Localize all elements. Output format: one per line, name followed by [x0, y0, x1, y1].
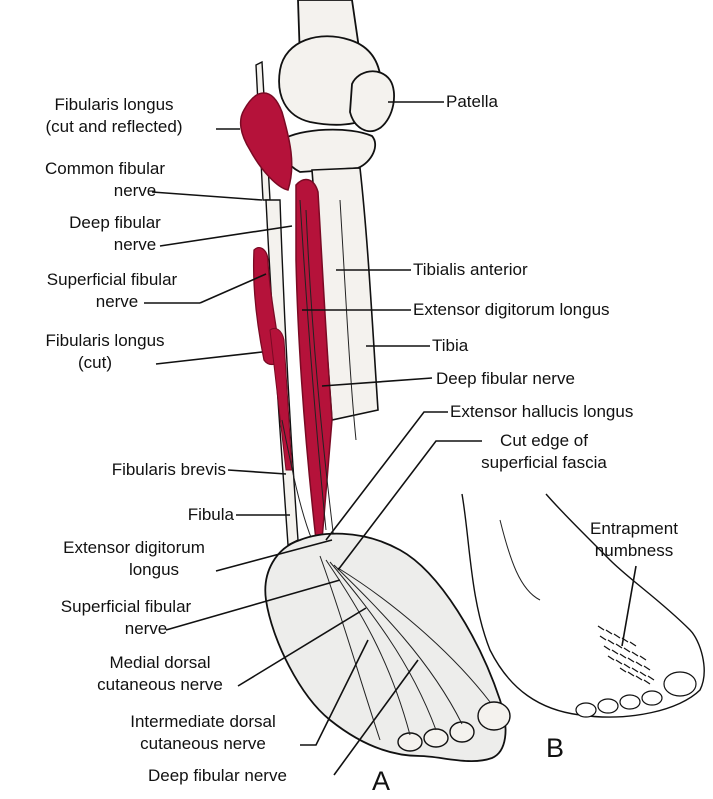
deep-fibular-left-line-1: Deep fibular: [69, 213, 161, 232]
panel-label-b: B: [546, 733, 565, 763]
common-fibular-line-2: nerve: [113, 181, 157, 200]
patella-bone: [349, 70, 395, 133]
label-fibularis-longus-cut: Fibularis longus (cut): [30, 330, 180, 374]
label-fibularis-brevis: Fibularis brevis: [111, 460, 226, 479]
intermediate-dorsal-line-2: cutaneous nerve: [140, 734, 266, 753]
foot-b-outline: [461, 493, 705, 718]
common-fibular-line-1: Common fibular: [45, 159, 165, 178]
leader-lines: [144, 101, 637, 776]
tibia-plateau: [280, 128, 377, 173]
fibularis-longus-reflected-line-1: Fibularis longus: [54, 95, 174, 114]
fibularis-longus-cut-line-1: Fibularis longus: [45, 331, 165, 350]
label-deep-fibular-nerve-bottom: Deep fibular nerve: [148, 766, 287, 785]
superficial-fibular-upper-line-2: nerve: [95, 292, 139, 311]
label-fibularis-longus-reflected: Fibularis longus (cut and reflected): [14, 94, 214, 138]
entrapment-line-2: numbness: [594, 541, 674, 560]
deep-fibular-left-line-2: nerve: [113, 235, 157, 254]
numbness-area: [597, 625, 655, 685]
extensor-digitorum-left-line-2: longus: [128, 560, 180, 579]
label-common-fibular-nerve: Common fibular nerve: [30, 158, 180, 202]
panel-label-a: A: [372, 766, 391, 796]
fibularis-longus-cut-line-2: (cut): [78, 353, 112, 372]
label-superficial-fibular-nerve-upper: Superficial fibular nerve: [22, 269, 202, 313]
extensor-digitorum-left-line-1: Extensor digitorum: [63, 538, 205, 557]
superficial-fibular-upper-line-1: Superficial fibular: [46, 270, 178, 289]
cut-edge-line-2: superficial fascia: [481, 453, 607, 472]
label-extensor-digitorum-longus-right: Extensor digitorum longus: [413, 300, 610, 319]
label-deep-fibular-nerve-right: Deep fibular nerve: [436, 369, 575, 388]
medial-dorsal-line-2: cutaneous nerve: [97, 675, 223, 694]
panel-a-illustration: [239, 0, 511, 762]
label-tibia: Tibia: [432, 336, 469, 355]
fibularis-brevis-muscle: [269, 327, 293, 471]
panel-b-illustration: [461, 493, 705, 718]
label-superficial-fibular-nerve-lower: Superficial fibular nerve: [36, 596, 216, 640]
foot: [264, 532, 507, 762]
intermediate-dorsal-line-1: Intermediate dorsal: [130, 712, 276, 731]
cut-edge-line-1: Cut edge of: [500, 431, 588, 450]
medial-dorsal-line-1: Medial dorsal: [109, 653, 211, 672]
fibularis-longus-reflected-line-2: (cut and reflected): [45, 117, 183, 136]
label-medial-dorsal-cutaneous-nerve: Medial dorsal cutaneous nerve: [80, 652, 240, 696]
label-entrapment-numbness: Entrapment numbness: [584, 518, 684, 562]
superficial-fibular-lower-line-1: Superficial fibular: [60, 597, 192, 616]
label-patella: Patella: [446, 92, 498, 111]
label-tibialis-anterior: Tibialis anterior: [413, 260, 528, 279]
label-deep-fibular-nerve-left: Deep fibular nerve: [60, 212, 170, 256]
label-extensor-hallucis-longus: Extensor hallucis longus: [450, 402, 634, 421]
label-fibula: Fibula: [187, 505, 234, 524]
fibularis-longus-reflected-muscle: [239, 92, 293, 191]
label-extensor-digitorum-longus-left: Extensor digitorum longus: [44, 537, 224, 581]
superficial-fibular-lower-line-2: nerve: [124, 619, 168, 638]
label-intermediate-dorsal-cutaneous-nerve: Intermediate dorsal cutaneous nerve: [108, 711, 298, 755]
label-cut-edge-superficial-fascia: Cut edge of superficial fascia: [452, 430, 636, 474]
entrapment-line-1: Entrapment: [590, 519, 678, 538]
